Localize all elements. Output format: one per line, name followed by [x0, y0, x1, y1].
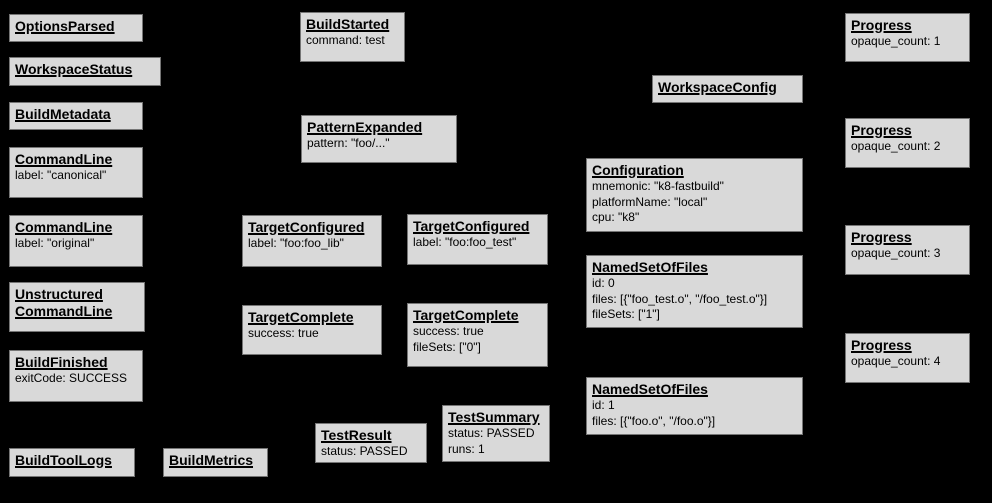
node-line: fileSets: ["0"]: [413, 339, 481, 354]
node-title: TargetComplete: [413, 307, 519, 323]
node-progress-4: Progress opaque_count: 4: [845, 333, 970, 383]
node-line: mnemonic: "k8-fastbuild": [592, 179, 724, 193]
node-title: Progress: [851, 337, 912, 353]
node-line: files: [{"foo.o", "/foo.o"}]: [592, 413, 716, 428]
node-title: WorkspaceConfig: [658, 79, 777, 95]
node-line: status: PASSED: [321, 444, 408, 458]
node-line: id: 0: [592, 276, 615, 290]
node-title: TargetConfigured: [248, 219, 365, 235]
node-line: files: [{"foo_test.o", "/foo_test.o"}]: [592, 291, 768, 306]
node-title: Progress: [851, 229, 912, 245]
node-title: BuildToolLogs: [15, 452, 112, 468]
node-title: NamedSetOfFiles: [592, 381, 708, 397]
node-build-finished: BuildFinished exitCode: SUCCESS: [9, 350, 143, 402]
node-pattern-expanded: PatternExpanded pattern: "foo/...": [301, 115, 457, 163]
node-line: opaque_count: 3: [851, 246, 941, 260]
node-line: exitCode: SUCCESS: [15, 371, 128, 385]
node-title: Progress: [851, 122, 912, 138]
node-progress-3: Progress opaque_count: 3: [845, 225, 970, 275]
node-line: cpu: "k8": [592, 210, 640, 224]
node-line: runs: 1: [448, 441, 485, 456]
node-test-result: TestResult status: PASSED: [315, 423, 427, 463]
node-test-summary: TestSummary status: PASSED runs: 1: [442, 405, 550, 462]
node-line: platformName: "local": [592, 194, 708, 209]
node-command-line-original: CommandLine label: "original": [9, 215, 143, 267]
node-build-metrics: BuildMetrics: [163, 448, 268, 477]
node-title: BuildStarted: [306, 16, 390, 32]
node-title: Progress: [851, 17, 912, 33]
node-named-set-of-files-0: NamedSetOfFiles id: 0 files: [{"foo_test…: [586, 255, 803, 328]
node-title: BuildMetadata: [15, 106, 111, 122]
node-line: opaque_count: 4: [851, 354, 941, 368]
node-line: success: true: [248, 326, 319, 340]
node-title: TargetComplete: [248, 309, 354, 325]
node-line: id: 1: [592, 398, 615, 412]
node-progress-2: Progress opaque_count: 2: [845, 118, 970, 168]
node-options-parsed: OptionsParsed: [9, 14, 143, 42]
node-named-set-of-files-1: NamedSetOfFiles id: 1 files: [{"foo.o", …: [586, 377, 803, 435]
node-title: Configuration: [592, 162, 684, 178]
node-line: opaque_count: 1: [851, 34, 941, 48]
node-target-complete-foo-test: TargetComplete success: true fileSets: […: [407, 303, 548, 367]
node-title: TargetConfigured: [413, 218, 530, 234]
node-line: success: true: [413, 324, 484, 338]
node-title: TestResult: [321, 427, 392, 443]
node-target-configured-foo-test: TargetConfigured label: "foo:foo_test": [407, 214, 548, 265]
node-unstructured-command-line: Unstructured CommandLine: [9, 282, 145, 332]
node-workspace-config: WorkspaceConfig: [652, 75, 803, 103]
node-title: PatternExpanded: [307, 119, 423, 135]
node-line: pattern: "foo/...": [307, 136, 390, 150]
node-configuration: Configuration mnemonic: "k8-fastbuild" p…: [586, 158, 803, 232]
node-line: command: test: [306, 33, 385, 47]
node-line: label: "original": [15, 236, 95, 250]
node-title: WorkspaceStatus: [15, 61, 133, 77]
node-line: fileSets: ["1"]: [592, 307, 660, 321]
node-progress-1: Progress opaque_count: 1: [845, 13, 970, 62]
node-title: NamedSetOfFiles: [592, 259, 708, 275]
node-build-tool-logs: BuildToolLogs: [9, 448, 135, 477]
node-line: label: "foo:foo_lib": [248, 236, 344, 250]
node-target-configured-foo-lib: TargetConfigured label: "foo:foo_lib": [242, 215, 382, 267]
node-line: opaque_count: 2: [851, 139, 941, 153]
node-title: BuildMetrics: [169, 452, 254, 468]
node-target-complete-foo-lib: TargetComplete success: true: [242, 305, 382, 355]
node-title: OptionsParsed: [15, 18, 115, 34]
node-line: label: "canonical": [15, 168, 107, 182]
node-title: CommandLine: [15, 219, 113, 235]
node-build-metadata: BuildMetadata: [9, 102, 143, 130]
node-title: TestSummary: [448, 409, 540, 425]
node-title: CommandLine: [15, 151, 113, 167]
node-command-line-canonical: CommandLine label: "canonical": [9, 147, 143, 198]
node-title: Unstructured CommandLine: [15, 286, 113, 319]
node-line: status: PASSED: [448, 426, 535, 440]
node-line: label: "foo:foo_test": [413, 235, 517, 249]
node-title: BuildFinished: [15, 354, 108, 370]
node-workspace-status: WorkspaceStatus: [9, 57, 161, 86]
node-build-started: BuildStarted command: test: [300, 12, 405, 62]
